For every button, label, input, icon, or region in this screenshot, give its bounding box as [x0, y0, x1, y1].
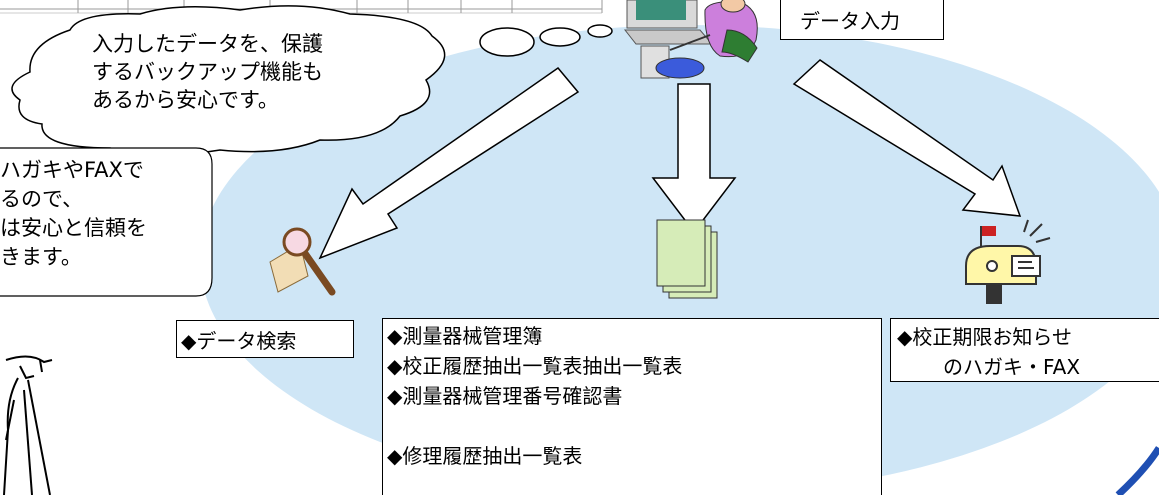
data-search-box: ◆データ検索: [176, 320, 354, 358]
magnifier-icon: [269, 227, 336, 296]
arrow-to-reports: [651, 83, 737, 234]
report-item-1: ◆測量器械管理簿: [387, 324, 543, 348]
thought-line-2: するバックアップ機能も: [92, 60, 323, 84]
notice-line-1: ◆校正期限お知らせ: [897, 325, 1072, 349]
thought-line-1: 入力したデータを、保護: [92, 32, 323, 56]
thought-line-3: あるから安心です。: [92, 88, 279, 112]
arrows: [318, 59, 1022, 260]
data-input-box: データ入力: [780, 0, 944, 40]
data-search-label: ◆データ検索: [181, 329, 297, 353]
callout-line-4: きます。: [0, 245, 82, 269]
report-item-4: ◆修理履歴抽出一覧表: [387, 444, 583, 468]
computer-user-icon: [623, 0, 758, 79]
thought-bubble: [11, 5, 613, 156]
arrow-to-search: [318, 66, 580, 260]
arrow-to-notice: [792, 59, 1022, 217]
left-callout-box: [0, 147, 213, 297]
callout-line-2: るので、: [0, 187, 84, 211]
thought-bubble-text: 入力したデータを、保護 するバックアップ機能も あるから安心です。: [92, 30, 323, 114]
blue-accent-curve: [1115, 446, 1159, 495]
report-item-blank: [387, 411, 682, 441]
callout-line-1: ハガキやFAXで: [0, 158, 144, 182]
reports-box: ◆測量器械管理簿 ◆校正履歴抽出一覧表抽出一覧表 ◆測量器械管理番号確認書 ◆修…: [382, 318, 882, 495]
report-item-2: ◆校正履歴抽出一覧表抽出一覧表: [387, 354, 683, 378]
data-input-label: データ入力: [800, 9, 900, 33]
mailbox-icon: [965, 219, 1051, 304]
callout-line-3: は安心と信頼を: [0, 216, 147, 240]
documents-icon: [656, 219, 718, 299]
reports-list: ◆測量器械管理簿 ◆校正履歴抽出一覧表抽出一覧表 ◆測量器械管理番号確認書 ◆修…: [387, 321, 682, 471]
report-item-3: ◆測量器械管理番号確認書: [387, 384, 623, 408]
notice-box: ◆校正期限お知らせ のハガキ・FAX: [890, 318, 1159, 382]
surveyor-icon: [3, 355, 53, 495]
left-callout-text: ハガキやFAXで るので、 は安心と信頼を きます。: [0, 156, 147, 272]
notice-line-2: のハガキ・FAX: [943, 355, 1081, 379]
